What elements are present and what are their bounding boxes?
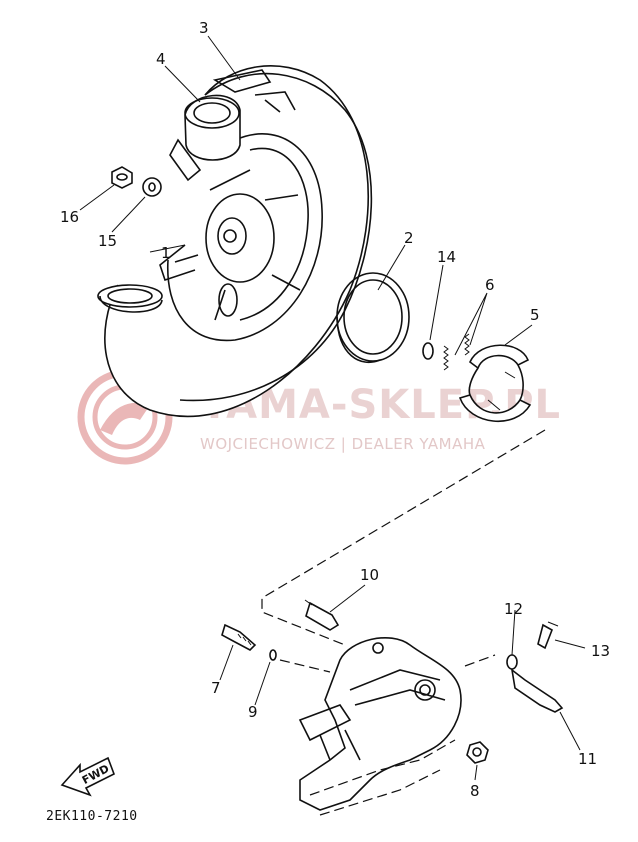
callout-16: 16 [60,208,79,226]
watermark-subtitle: WOJCIECHOWICZ | DEALER YAMAHA [200,435,486,453]
wheel-assembly [97,65,373,418]
callout-7: 7 [211,679,221,697]
diagram-code: 2EK110-7210 [46,809,138,824]
nut-8 [466,741,489,764]
washer-15 [142,177,162,197]
callout-1: 1 [161,244,171,262]
callout-11: 11 [578,750,597,768]
fwd-arrow-icon: FWD [60,756,116,797]
callout-6: 6 [485,276,495,294]
callout-15: 15 [98,232,117,250]
callout-13: 13 [591,642,610,660]
callout-14: 14 [437,248,456,266]
cam-lever [506,621,564,713]
brake-plate [298,637,462,816]
washer-14 [422,342,434,360]
callout-12: 12 [504,600,523,618]
leader-lines [79,35,586,781]
bolt-10 [304,599,340,631]
callout-3: 3 [199,19,209,37]
callout-numbers: 1 2 3 4 5 6 7 8 9 10 11 12 13 14 15 16 [60,19,610,800]
callout-8: 8 [470,782,480,800]
callout-10: 10 [360,566,379,584]
o-ring-9 [269,649,277,661]
callout-9: 9 [248,703,258,721]
nut-16 [111,166,133,189]
brake-shoes [458,344,532,423]
brake-ring [336,272,410,364]
springs [443,333,470,371]
callout-2: 2 [404,229,414,247]
callout-4: 4 [156,50,166,68]
alignment-lines [261,429,546,673]
bolt-7 [221,623,257,651]
callout-5: 5 [530,306,540,324]
